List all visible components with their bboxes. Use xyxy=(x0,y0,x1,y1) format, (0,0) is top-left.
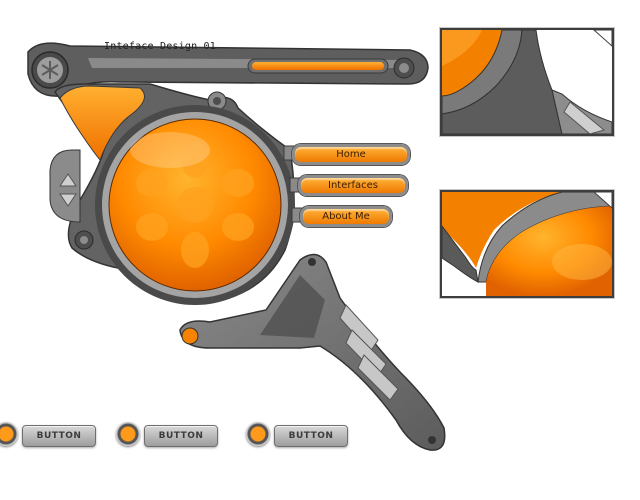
detail-zoom-1 xyxy=(442,30,612,134)
orb-display xyxy=(95,105,295,305)
button-group-2: BUTTON xyxy=(116,422,220,448)
button-1[interactable]: BUTTON xyxy=(22,425,96,447)
top-bar xyxy=(27,42,429,97)
lower-wing xyxy=(179,253,446,451)
page-title: Inteface Design 01 xyxy=(104,41,216,52)
button-3[interactable]: BUTTON xyxy=(274,425,348,447)
orange-knob-icon xyxy=(116,422,140,446)
arrow-down-icon[interactable] xyxy=(59,193,77,207)
snowflake-icon[interactable] xyxy=(31,51,69,89)
button-group-3: BUTTON xyxy=(246,422,350,448)
button-2[interactable]: BUTTON xyxy=(144,425,218,447)
nav-interfaces-button[interactable]: Interfaces xyxy=(298,175,408,196)
progress-bar xyxy=(252,62,384,70)
nav-about-button[interactable]: About Me xyxy=(300,206,392,227)
detail-panel-top xyxy=(440,28,614,136)
orange-knob-icon xyxy=(0,422,18,446)
orange-knob-icon xyxy=(246,422,270,446)
nav-home-button[interactable]: Home xyxy=(292,144,410,165)
arrow-up-icon[interactable] xyxy=(59,173,77,187)
button-group-1: BUTTON xyxy=(0,422,98,448)
detail-panel-bottom xyxy=(440,190,614,298)
detail-zoom-2 xyxy=(442,192,612,296)
